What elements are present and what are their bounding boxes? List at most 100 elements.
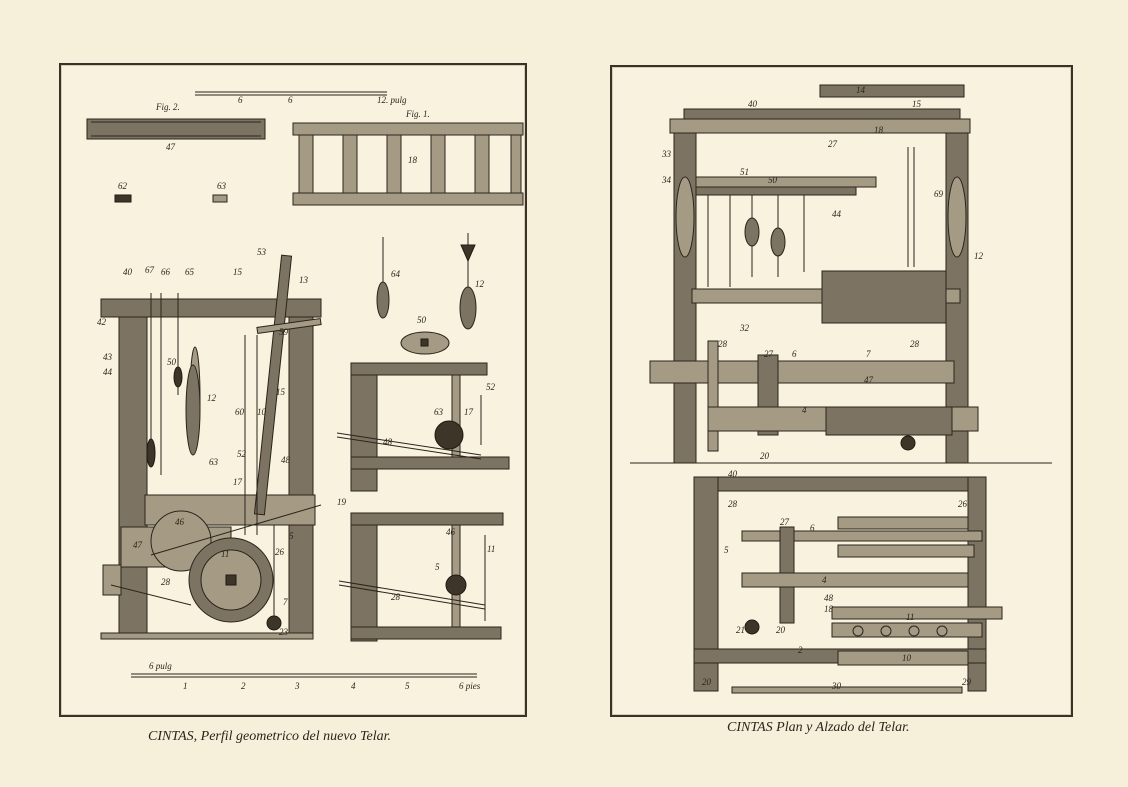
r-part-34: 34	[661, 175, 672, 185]
part-52: 60	[235, 407, 245, 417]
r-part-40b: 40	[728, 469, 738, 479]
r-part-33: 33	[661, 149, 672, 159]
part-7: 5	[289, 531, 294, 541]
part-21: 23	[279, 627, 289, 637]
bottom-scale-title: 6 pulg	[149, 661, 172, 671]
r-part-32: 32	[739, 323, 750, 333]
part-5: 47	[133, 540, 143, 550]
r-part-69: 69	[934, 189, 944, 199]
part-43: 43	[103, 352, 113, 362]
part-67: 67	[145, 265, 155, 275]
part-18: 18	[408, 155, 418, 165]
bottom-scale-tick-6: 6 pies	[459, 681, 481, 691]
fig1-label: Fig. 1.	[405, 109, 430, 119]
bottom-scale-tick-4: 4	[351, 681, 356, 691]
r-part-5: 5	[724, 545, 729, 555]
part-32: 5	[435, 562, 440, 572]
part-63: 63	[217, 181, 227, 191]
fig2-comb	[86, 118, 266, 140]
detail-frame-lower	[338, 512, 504, 642]
part-62: 62	[118, 181, 128, 191]
r-part-11: 11	[906, 612, 914, 622]
r-part-27b: 27	[764, 349, 774, 359]
r-part-47: 47	[864, 375, 874, 385]
part-46: 17	[233, 477, 243, 487]
r-part-40: 40	[748, 99, 758, 109]
part-22: 63	[434, 407, 444, 417]
r-part-15: 15	[912, 99, 922, 109]
caption-left: CINTAS, Perfil geometrico del nuevo Tela…	[148, 729, 392, 744]
part-11: 48	[281, 455, 291, 465]
part-47b: 63	[209, 457, 219, 467]
r-part-20a: 20	[760, 451, 770, 461]
caption-right: CINTAS Plan y Alzado del Telar.	[727, 720, 910, 735]
r-part-4a: 4	[802, 405, 807, 415]
weight-60	[459, 233, 477, 330]
r-part-20c: 20	[702, 677, 712, 687]
part-59: 64	[391, 269, 401, 279]
right-engraving: 14 15 40 18 33 34 27 51 50 44 69 12 32 2…	[630, 84, 1052, 694]
weight-59	[376, 237, 390, 319]
part-15b: 53	[257, 247, 267, 257]
part-29: 19	[337, 497, 347, 507]
part-10: 59	[279, 327, 289, 337]
part-26: 11	[221, 549, 229, 559]
part-3: 46	[446, 527, 456, 537]
r-part-4b: 4	[822, 575, 827, 585]
part-55: 17	[464, 407, 474, 417]
r-part-29: 29	[962, 677, 972, 687]
part-23: 28	[161, 577, 171, 587]
part-44: 44	[103, 367, 113, 377]
r-part-44: 44	[832, 209, 842, 219]
r-part-51: 51	[740, 167, 749, 177]
r-part-28c: 28	[728, 499, 738, 509]
bottom-scale-tick-5: 5	[405, 681, 410, 691]
bottom-scale-tick-2: 2	[241, 681, 246, 691]
bobbin-62	[114, 194, 132, 203]
left-engraving: 6 6 12. pulg Fig. 2. Fig. 1. 47 18 62 63	[86, 91, 524, 691]
bottom-scale-tick-1: 1	[183, 681, 188, 691]
loom-profile	[100, 254, 322, 640]
r-part-7: 7	[866, 349, 871, 359]
r-part-26: 26	[958, 499, 968, 509]
part-47: 47	[166, 142, 176, 152]
r-part-6a: 6	[792, 349, 797, 359]
fig2-label: Fig. 2.	[155, 102, 180, 112]
r-part-28b: 28	[910, 339, 920, 349]
part-12: 12	[207, 393, 217, 403]
r-part-18: 18	[874, 125, 884, 135]
part-31: 28	[391, 592, 401, 602]
part-65: 65	[185, 267, 195, 277]
part-13: 13	[299, 275, 309, 285]
r-part-27c: 27	[780, 517, 790, 527]
plate-left-profile: 6 6 12. pulg Fig. 2. Fig. 1. 47 18 62 63	[59, 63, 527, 717]
part-42: 42	[97, 317, 107, 327]
r-part-48: 48	[824, 593, 834, 603]
part-28: 46	[175, 517, 185, 527]
r-part-12: 12	[974, 251, 984, 261]
part-63b: 15	[276, 387, 286, 397]
r-part-18b: 18	[824, 604, 834, 614]
plan-lower	[693, 476, 1003, 694]
r-part-6b: 6	[810, 523, 815, 533]
top-scale-tick-1: 6	[238, 95, 243, 105]
r-part-50: 50	[768, 175, 778, 185]
part-35: 11	[487, 544, 495, 554]
r-part-21: 21	[736, 625, 745, 635]
part-60: 12	[475, 279, 485, 289]
r-part-14: 14	[856, 85, 866, 95]
part-48: 52	[237, 449, 247, 459]
plate-right-plan: 14 15 40 18 33 34 27 51 50 44 69 12 32 2…	[610, 65, 1073, 717]
part-24: 52	[486, 382, 496, 392]
r-part-30: 30	[831, 681, 842, 691]
r-part-20b: 20	[776, 625, 786, 635]
part-50: 50	[167, 357, 177, 367]
top-scale-tick-3: 12. pulg	[377, 95, 407, 105]
part-53: 50	[417, 315, 427, 325]
part-17: 10	[257, 407, 267, 417]
r-part-28a: 28	[718, 339, 728, 349]
part-40: 40	[123, 267, 133, 277]
bottom-scale-tick-3: 3	[294, 681, 300, 691]
part-20: 7	[283, 597, 288, 607]
part-19: 26	[275, 547, 285, 557]
